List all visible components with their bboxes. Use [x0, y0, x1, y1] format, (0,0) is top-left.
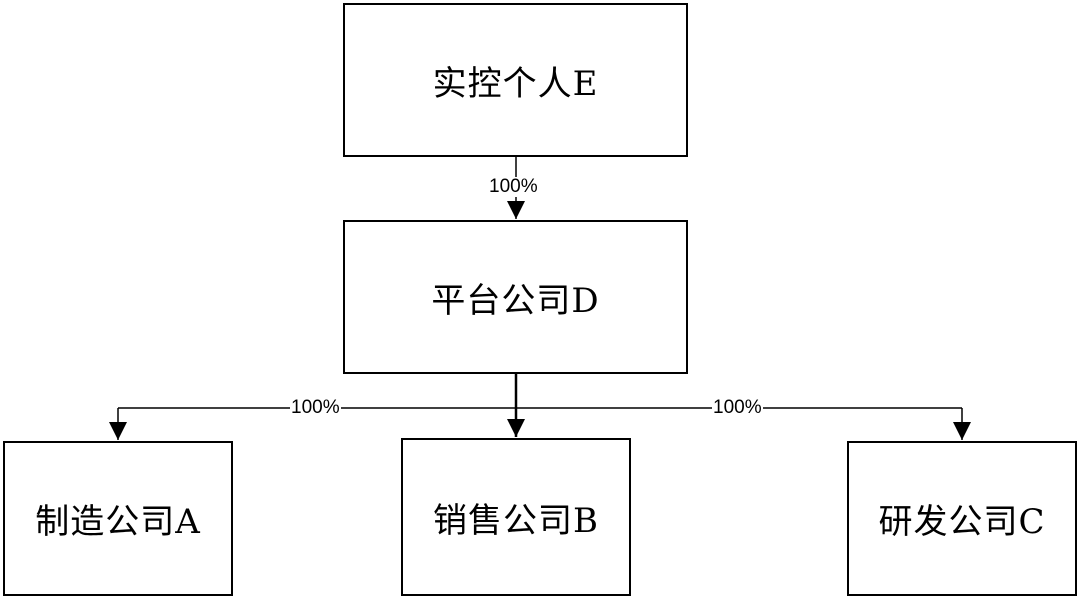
edge-label-d-to-c: 100%	[712, 397, 763, 418]
node-label-b: 销售公司B	[433, 500, 599, 541]
edge-label-d-to-a: 100%	[290, 397, 341, 418]
node-label-c: 研发公司C	[878, 502, 1046, 542]
node-controller-e: 实控个人E	[343, 3, 688, 157]
node-label-e: 实控个人E	[432, 63, 599, 104]
node-label-d: 平台公司D	[431, 280, 600, 321]
node-platform-d: 平台公司D	[343, 220, 688, 374]
node-manufacturing-a: 制造公司A	[3, 441, 233, 596]
node-sales-b: 销售公司B	[401, 438, 631, 596]
edge-label-e-to-d: 100%	[488, 176, 539, 197]
node-label-a: 制造公司A	[35, 502, 201, 542]
node-rnd-c: 研发公司C	[847, 441, 1077, 596]
